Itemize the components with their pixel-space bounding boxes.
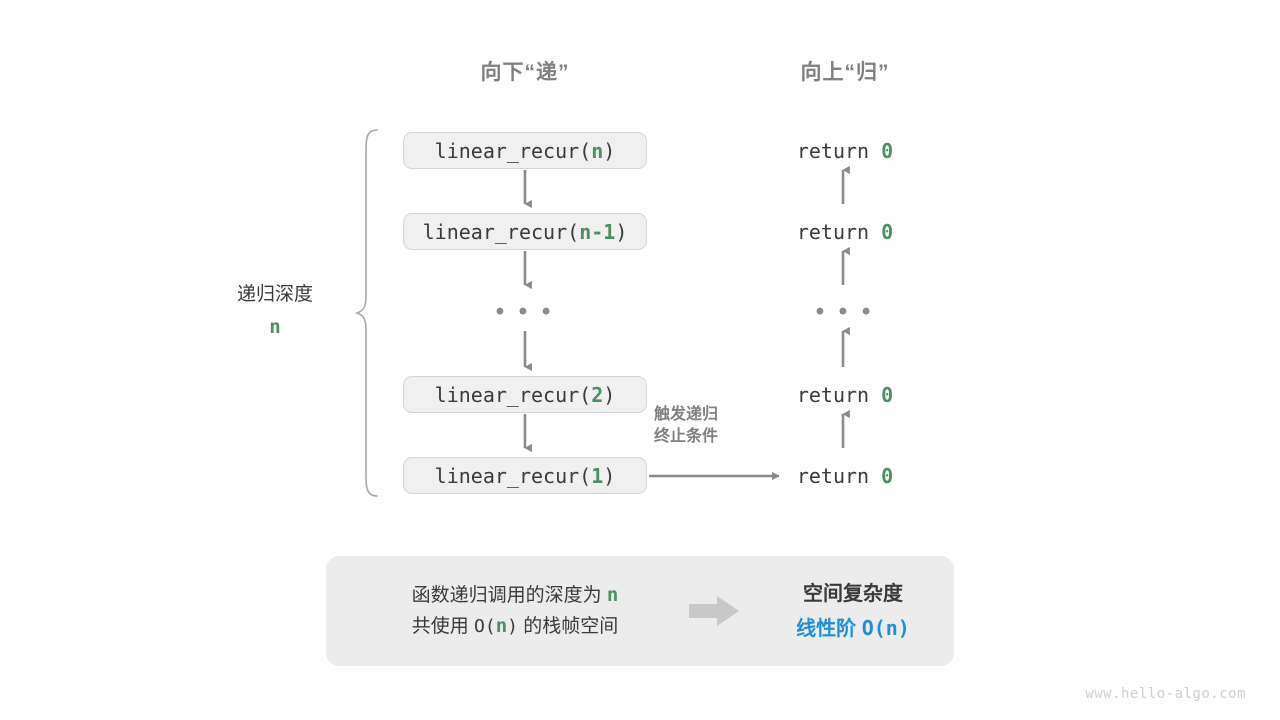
return-value: 0 xyxy=(881,220,894,244)
call-frame-prefix: linear_recur( xyxy=(434,138,592,163)
return-statement: return 0 xyxy=(715,464,975,488)
call-frame-box: linear_recur(n) xyxy=(403,132,647,169)
termination-note-line1: 触发递归 xyxy=(654,406,719,423)
summary-panel: 函数递归调用的深度为 n 共使用 O(n) 的栈帧空间 空间复杂度 线性阶 O(… xyxy=(326,556,954,666)
complexity-title: 空间复杂度 xyxy=(803,582,903,605)
summary-description: 函数递归调用的深度为 n 共使用 O(n) 的栈帧空间 xyxy=(326,580,676,643)
recursion-depth-value: n xyxy=(269,316,281,339)
column-header-descend: 向下“递” xyxy=(480,61,570,84)
call-frame-arg: n xyxy=(591,138,604,163)
summary-line2-mono-open: O( xyxy=(474,616,496,637)
summary-line-2: 共使用 O(n) 的栈帧空间 xyxy=(354,611,676,642)
summary-line-1: 函数递归调用的深度为 n xyxy=(354,580,676,611)
call-frame-arg: 2 xyxy=(591,382,604,407)
call-frame-suffix: ) xyxy=(615,219,628,244)
termination-condition-note: 触发递归 终止条件 xyxy=(654,404,784,447)
summary-line2-text-a: 共使用 xyxy=(411,616,469,637)
call-frame-prefix: linear_recur( xyxy=(422,219,580,244)
return-value: 0 xyxy=(881,383,894,407)
return-value: 0 xyxy=(881,139,894,163)
summary-line1-highlight: n xyxy=(606,583,619,606)
column-header-ascend: 向上“归” xyxy=(800,61,890,84)
ellipsis-right: • • • xyxy=(815,298,875,325)
depth-brace-icon xyxy=(355,129,378,497)
return-statement: return 0 xyxy=(715,220,975,244)
call-frame-arg: n-1 xyxy=(579,219,616,244)
summary-implies-arrow-wrap xyxy=(676,594,752,628)
call-frame-box: linear_recur(n-1) xyxy=(403,213,647,250)
call-frame-box: linear_recur(2) xyxy=(403,376,647,413)
call-frame-prefix: linear_recur( xyxy=(434,463,592,488)
recursion-depth-label: 递归深度 xyxy=(236,284,313,305)
return-keyword: return xyxy=(796,220,870,244)
summary-line2-text-b: 的栈帧空间 xyxy=(523,616,619,637)
return-value: 0 xyxy=(881,464,894,488)
summary-line2-mono-close: ) xyxy=(507,616,518,637)
complexity-value: 线性阶 O(n) xyxy=(752,612,954,645)
call-frame-suffix: ) xyxy=(603,138,616,163)
watermark: www.hello-algo.com xyxy=(1085,686,1246,702)
return-statement: return 0 xyxy=(715,139,975,163)
return-keyword: return xyxy=(796,383,870,407)
ellipsis-left: • • • xyxy=(495,298,555,325)
right-block-arrow-icon xyxy=(689,596,739,626)
return-keyword: return xyxy=(796,464,870,488)
complexity-order: 线性阶 xyxy=(796,617,857,640)
recursion-depth-annotation: 递归深度 n xyxy=(180,280,370,343)
complexity-notation: O(n) xyxy=(861,615,910,640)
call-frame-prefix: linear_recur( xyxy=(434,382,592,407)
summary-line2-highlight: n xyxy=(495,615,508,637)
summary-conclusion: 空间复杂度 线性阶 O(n) xyxy=(752,578,954,645)
return-statement: return 0 xyxy=(715,383,975,407)
return-keyword: return xyxy=(796,139,870,163)
termination-note-line2: 终止条件 xyxy=(654,427,719,445)
call-frame-suffix: ) xyxy=(603,382,616,407)
call-frame-suffix: ) xyxy=(603,463,616,488)
call-frame-box: linear_recur(1) xyxy=(403,457,647,494)
summary-line1-text: 函数递归调用的深度为 xyxy=(411,584,602,606)
call-frame-arg: 1 xyxy=(591,463,604,488)
